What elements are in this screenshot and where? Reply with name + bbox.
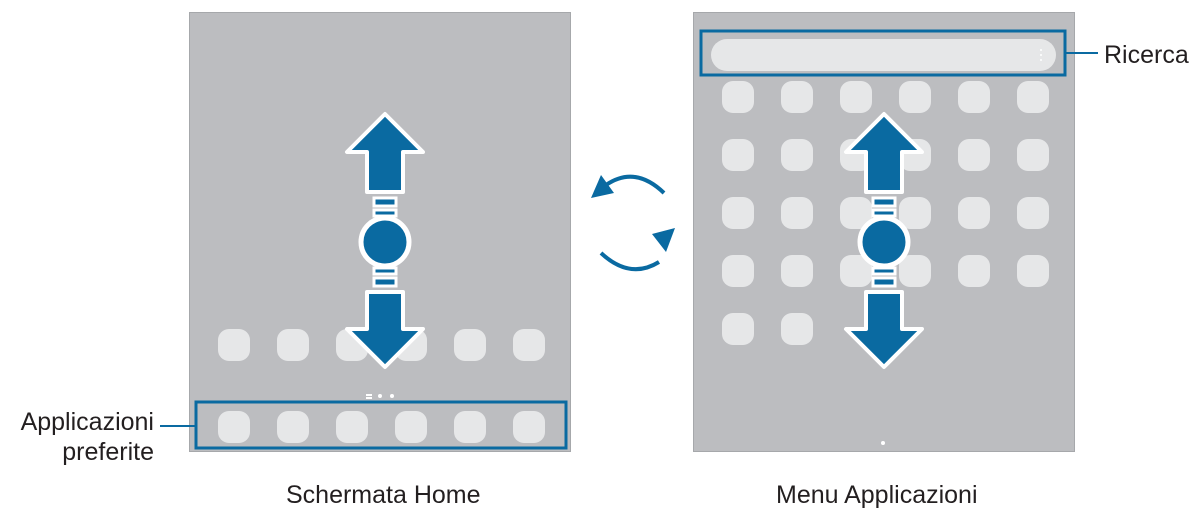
rotate-icon — [599, 174, 666, 272]
favorite-app-icon[interactable] — [513, 411, 545, 443]
favorites-callout-line2: preferite — [62, 438, 154, 466]
home-app-icon[interactable] — [513, 329, 545, 361]
app-icon[interactable] — [840, 81, 872, 113]
favorites-callout-line1: Applicazioni — [20, 408, 154, 436]
app-icon[interactable] — [781, 255, 813, 287]
app-icon[interactable] — [722, 197, 754, 229]
search-highlight-box — [699, 29, 1067, 77]
home-caption: Schermata Home — [286, 481, 481, 509]
favorite-app-icon[interactable] — [395, 411, 427, 443]
favorite-app-icon[interactable] — [277, 411, 309, 443]
app-icon[interactable] — [958, 197, 990, 229]
page-indicator — [881, 441, 885, 445]
favorite-app-icon[interactable] — [336, 411, 368, 443]
swipe-arrow-apps — [846, 114, 922, 367]
rotate-arrowhead-icon — [591, 175, 614, 198]
rotate-arrowhead-icon — [652, 228, 675, 252]
vertical-dots-icon[interactable] — [1040, 49, 1042, 61]
app-icon[interactable] — [781, 81, 813, 113]
app-icon[interactable] — [781, 139, 813, 171]
app-icon[interactable] — [781, 313, 813, 345]
app-icon[interactable] — [1017, 81, 1049, 113]
favorites-highlight-box — [194, 400, 568, 450]
search-callout-label: Ricerca — [1104, 41, 1189, 69]
app-icon[interactable] — [899, 81, 931, 113]
app-icon[interactable] — [958, 139, 990, 171]
app-icon[interactable] — [722, 139, 754, 171]
app-icon[interactable] — [1017, 139, 1049, 171]
favorite-app-icon[interactable] — [454, 411, 486, 443]
app-icon[interactable] — [899, 197, 931, 229]
app-icon[interactable] — [722, 255, 754, 287]
favorites-callout-label: Applicazioni preferite — [8, 407, 154, 467]
app-icon[interactable] — [958, 255, 990, 287]
search-bar[interactable] — [711, 39, 1056, 71]
page-indicator — [366, 394, 396, 400]
swipe-arrow-home — [347, 114, 423, 367]
app-icon[interactable] — [899, 255, 931, 287]
home-app-icon[interactable] — [277, 329, 309, 361]
app-icon[interactable] — [781, 197, 813, 229]
app-icon[interactable] — [958, 81, 990, 113]
apps-caption: Menu Applicazioni — [776, 481, 978, 509]
favorite-app-icon[interactable] — [218, 411, 250, 443]
home-app-icon[interactable] — [454, 329, 486, 361]
home-app-icon[interactable] — [218, 329, 250, 361]
app-icon[interactable] — [1017, 197, 1049, 229]
app-icon[interactable] — [722, 81, 754, 113]
app-icon[interactable] — [722, 313, 754, 345]
app-icon[interactable] — [1017, 255, 1049, 287]
